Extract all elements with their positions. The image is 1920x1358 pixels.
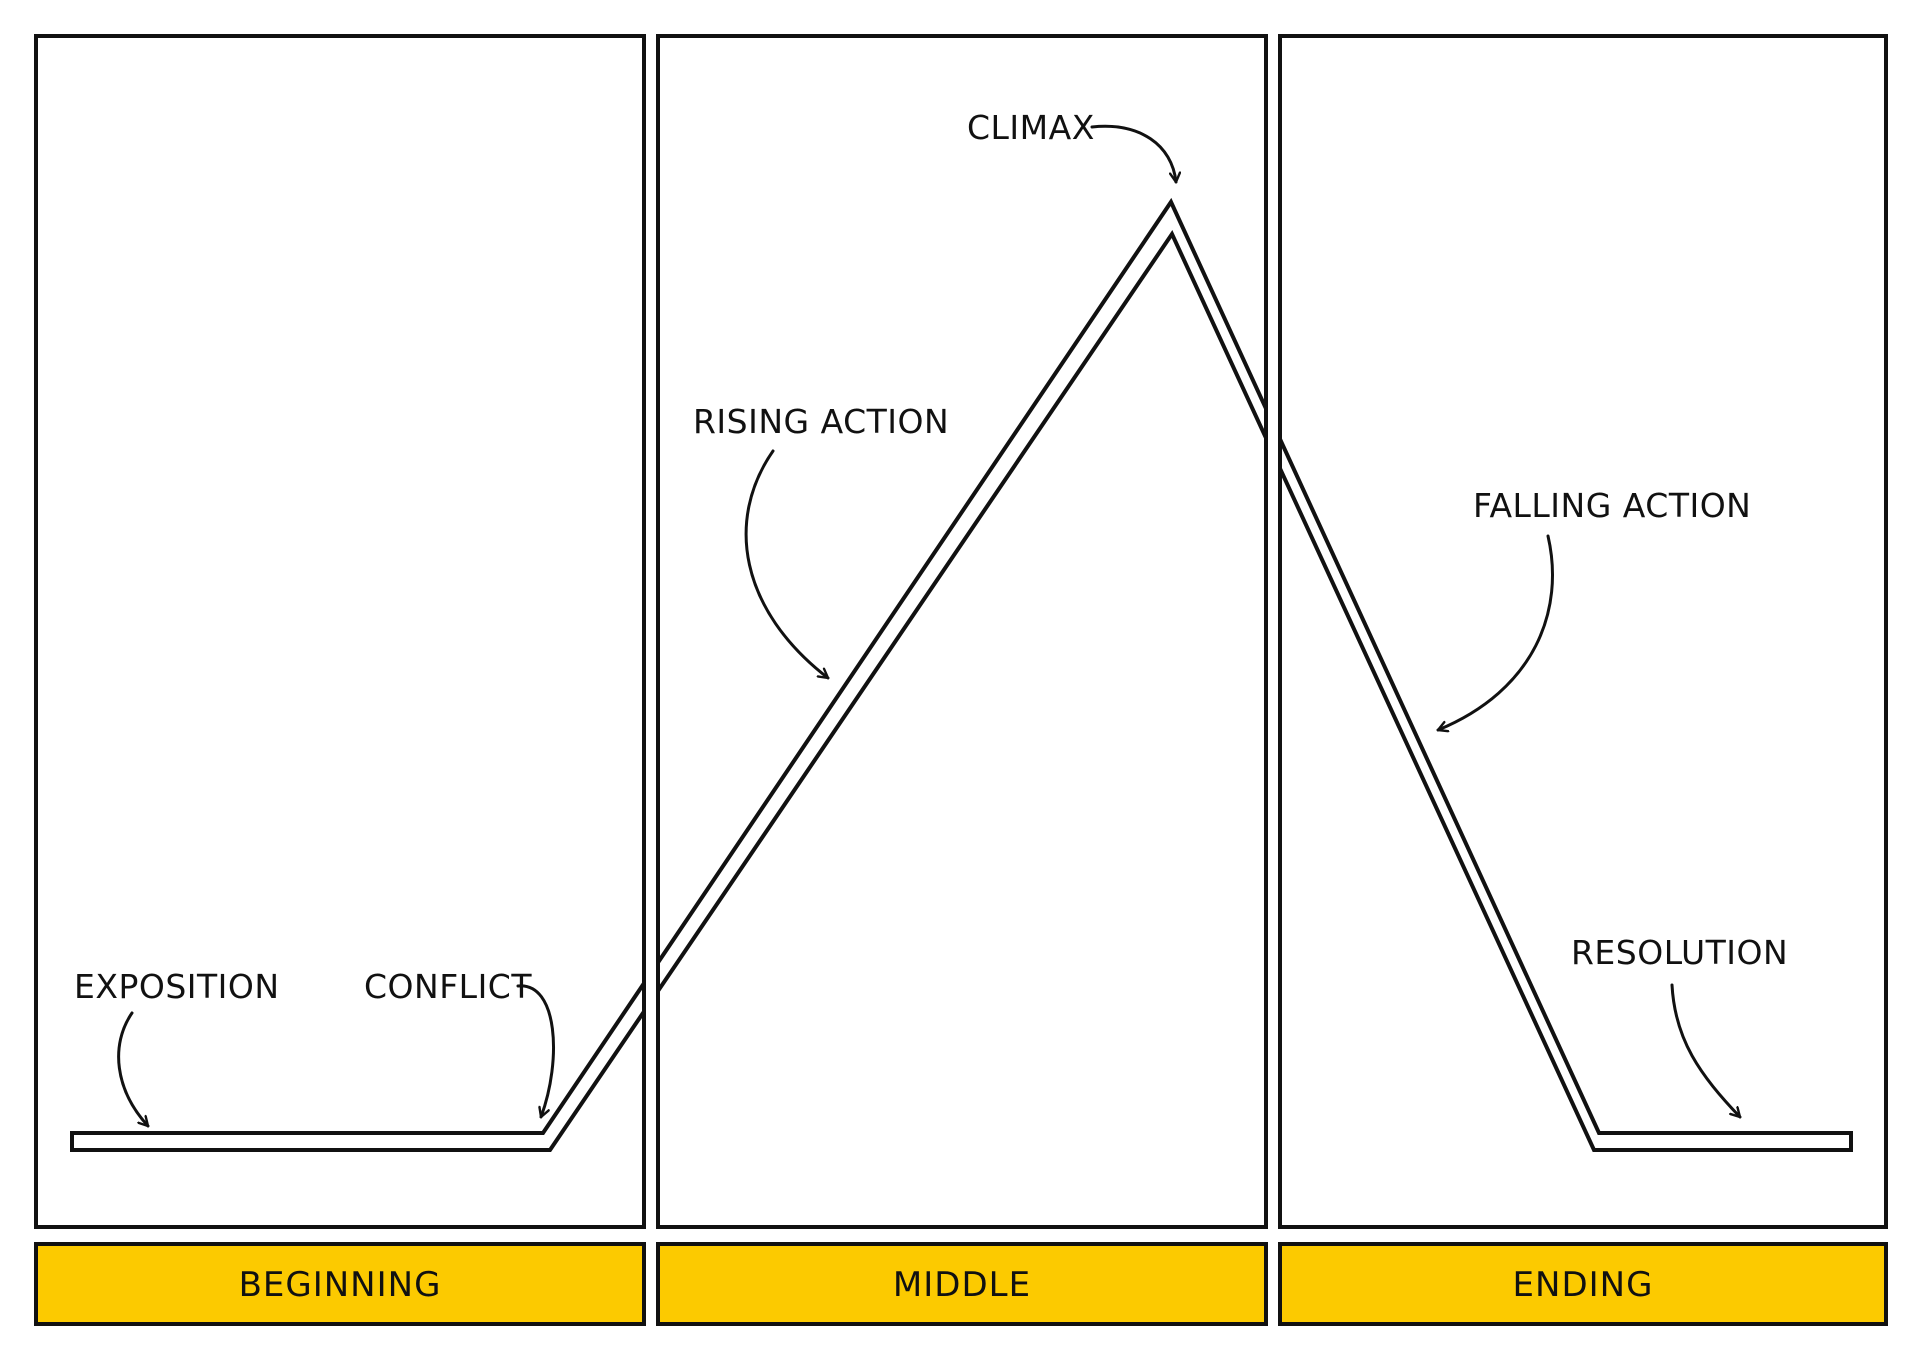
label-exposition: EXPOSITION [74,967,280,1006]
arrow-resolution [1670,983,1742,1119]
arrow-falling-action [1436,534,1554,730]
story-arc-ribbon [70,197,1853,1152]
arrow-conflict [516,984,555,1119]
panel-ending [1278,34,1888,1229]
label-conflict: CONFLICT [364,967,532,1006]
label-rising-action: RISING ACTION [693,402,949,441]
section-bar-beginning [34,1242,646,1326]
arrow-rising-action [744,449,830,680]
section-label-beginning: BEGINNING [239,1265,442,1305]
section-label-ending: ENDING [1513,1265,1654,1305]
panel-middle [656,34,1268,1229]
label-resolution: RESOLUTION [1571,933,1788,972]
section-label-middle: MIDDLE [893,1265,1031,1305]
section-bar-middle [656,1242,1268,1326]
arrow-climax [1090,124,1176,184]
panel-beginning [34,34,646,1229]
label-climax: CLIMAX [967,108,1095,147]
label-falling-action: FALLING ACTION [1473,486,1751,525]
arrow-exposition [117,1011,150,1128]
section-bar-ending [1278,1242,1888,1326]
